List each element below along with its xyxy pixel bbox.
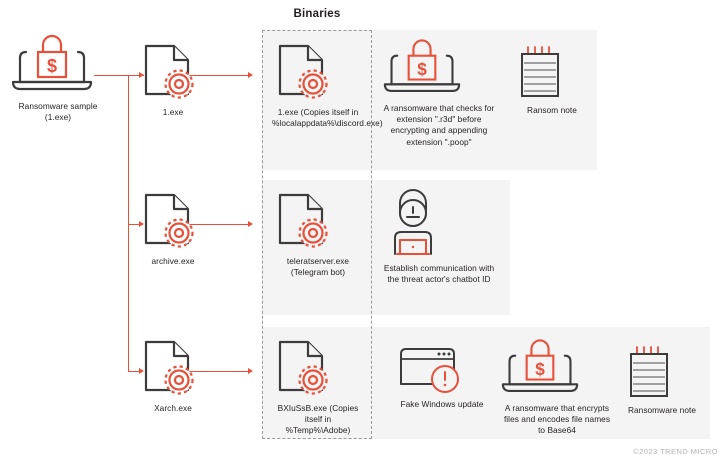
node-behavior-chatbot[interactable]: Establish communication with the threat … xyxy=(383,188,495,285)
node-label: teleratserver.exe (Telegram bot) xyxy=(286,256,350,278)
node-label: Establish communication with the threat … xyxy=(383,263,495,285)
node-label: Ransomware sample (1.exe) xyxy=(18,101,98,123)
ransom-note-icon xyxy=(512,44,592,102)
node-behavior-base64-ransomware[interactable]: $ A ransomware that encrypts files and e… xyxy=(500,339,614,437)
file-gear-icon xyxy=(138,42,208,104)
binaries-column-outline xyxy=(262,30,372,439)
node-label: Xarch.exe xyxy=(154,403,192,413)
arrow-to-dropper-2 xyxy=(139,221,144,227)
file-gear-icon xyxy=(138,338,208,400)
node-dropper-archive[interactable]: archive.exe xyxy=(138,191,208,267)
node-label: Ransomware note xyxy=(627,405,697,415)
node-label: 1.exe (Copies itself in %localappdata%\d… xyxy=(272,107,383,129)
connector-source-horizontal xyxy=(94,75,144,77)
svg-text:$: $ xyxy=(47,56,57,76)
connector-branch-3 xyxy=(128,371,142,373)
svg-text:$: $ xyxy=(535,359,545,379)
arrow-to-binary-1 xyxy=(248,72,253,78)
browser-warning-icon xyxy=(393,344,491,396)
file-gear-icon xyxy=(272,42,364,104)
svg-text:$: $ xyxy=(417,59,427,79)
node-binary-teleratserver[interactable]: teleratserver.exe (Telegram bot) xyxy=(272,191,364,278)
binaries-title: Binaries xyxy=(293,8,341,20)
file-gear-icon xyxy=(138,191,208,253)
node-binary-1exe[interactable]: 1.exe (Copies itself in %localappdata%\d… xyxy=(272,42,383,129)
connector-branch-2 xyxy=(128,224,142,226)
connector-spine-vertical xyxy=(128,75,130,372)
node-behavior-r3d-ransomware[interactable]: $ A ransomware that checks for extension… xyxy=(382,39,496,148)
node-label: A ransomware that encrypts files and enc… xyxy=(503,403,611,436)
node-label: archive.exe xyxy=(151,256,195,266)
connector-dropper2-to-binary2 xyxy=(186,224,251,226)
node-behavior-fake-update[interactable]: Fake Windows update xyxy=(393,344,491,410)
arrow-to-binary-2 xyxy=(248,221,253,227)
copyright-notice: ©2023 TREND MICRO xyxy=(633,447,718,456)
connector-dropper1-to-binary1 xyxy=(186,75,251,77)
file-gear-icon xyxy=(272,338,364,400)
node-behavior-ransom-note[interactable]: Ransom note xyxy=(512,44,592,116)
laptop-ransomware-lock-icon: $ xyxy=(382,39,496,100)
arrow-to-binary-3 xyxy=(248,368,253,374)
node-binary-bxiussb[interactable]: BXIuSsB.exe (Copies itself in %Temp%\Ado… xyxy=(272,338,364,437)
node-ransomware-sample[interactable]: $ Ransomware sample (1.exe) xyxy=(10,34,106,123)
node-dropper-xarch[interactable]: Xarch.exe xyxy=(138,338,208,414)
chatbot-laptop-icon xyxy=(383,188,495,260)
node-label: Fake Windows update xyxy=(400,399,484,409)
node-label: A ransomware that checks for extension "… xyxy=(383,103,495,147)
node-label: Ransom note xyxy=(527,105,577,115)
node-label: BXIuSsB.exe (Copies itself in %Temp%\Ado… xyxy=(277,403,359,436)
node-dropper-1exe[interactable]: 1.exe xyxy=(138,42,208,118)
node-label: 1.exe xyxy=(162,107,184,117)
laptop-ransomware-lock-icon: $ xyxy=(500,339,614,400)
node-behavior-ransomware-note[interactable]: Ransomware note xyxy=(621,344,703,416)
arrow-to-dropper-1 xyxy=(139,72,144,78)
file-gear-icon xyxy=(272,191,364,253)
connector-dropper3-to-binary3 xyxy=(186,371,251,373)
ransom-note-icon xyxy=(621,344,703,402)
arrow-to-dropper-3 xyxy=(139,368,144,374)
laptop-ransomware-lock-icon: $ xyxy=(10,34,106,98)
